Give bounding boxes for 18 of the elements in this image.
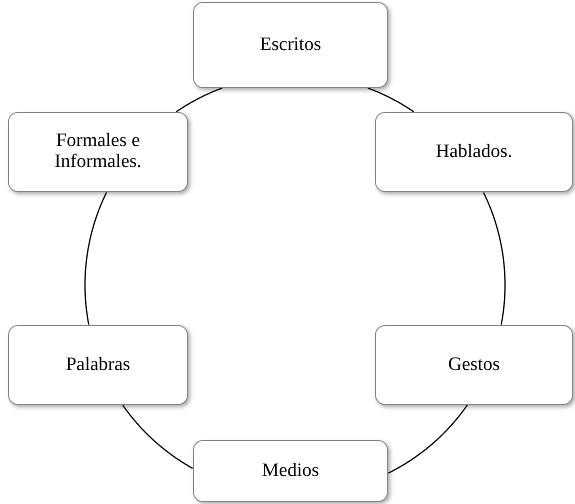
box-label: Palabras: [66, 354, 130, 376]
box-label: Hablados.: [436, 142, 512, 162]
rounded-box: [8, 112, 188, 192]
box-label: Gestos: [448, 354, 500, 376]
rounded-box: [193, 440, 388, 502]
rounded-box: [375, 325, 573, 405]
connector-arc: [388, 404, 468, 474]
connector-arc: [84, 192, 108, 325]
rounded-box: [193, 2, 388, 88]
connector-arc: [122, 404, 194, 469]
rounded-box: [375, 112, 573, 192]
connector-arc: [176, 87, 222, 112]
connector-arc: [368, 87, 414, 112]
connector-arc: [482, 192, 506, 325]
box-label: Formales e Informales.: [53, 131, 143, 173]
box-label: Medios: [262, 460, 319, 482]
box-label: Escritos: [260, 34, 322, 56]
rounded-box: [8, 325, 188, 405]
